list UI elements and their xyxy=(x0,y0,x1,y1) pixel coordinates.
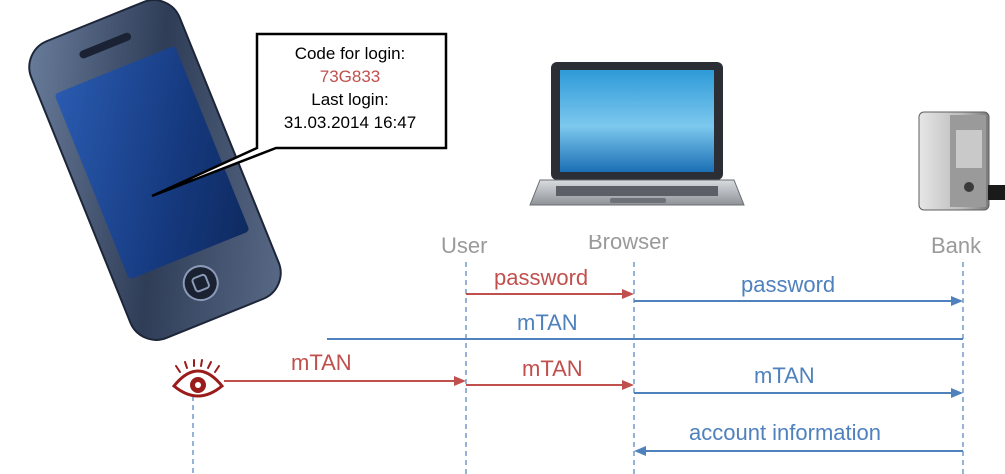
smartphone-icon xyxy=(28,0,282,341)
sms-line-code-label: Code for login: xyxy=(294,44,406,63)
msg-user-browser-mtan: mTAN xyxy=(522,356,583,381)
arrow-user-to-browser-password xyxy=(466,289,634,299)
actor-user-label: User xyxy=(441,233,488,258)
msg-browser-bank-mtan: mTAN xyxy=(754,363,815,388)
msg-user-browser-password: password xyxy=(494,265,589,290)
sms-last-login-timestamp: 31.03.2014 16:47 xyxy=(283,113,417,132)
msg-bank-browser-account-info: account information xyxy=(689,420,881,445)
arrow-user-to-browser-mtan xyxy=(466,380,634,390)
sms-login-code: 73G833 xyxy=(319,67,381,86)
arrow-browser-to-bank-mtan xyxy=(634,388,963,398)
actor-bank-label: Bank xyxy=(931,233,982,258)
sms-speech-bubble xyxy=(151,32,448,198)
eye-icon xyxy=(171,359,225,398)
msg-attacker-user-mtan: mTAN xyxy=(291,350,352,375)
arrow-browser-to-bank-password xyxy=(634,296,963,306)
msg-browser-bank-password: password xyxy=(741,272,836,297)
arrow-attacker-to-user-mtan xyxy=(224,376,466,386)
sms-message-text: Code for login: 73G833 Last login: 31.03… xyxy=(258,42,442,134)
arrow-bank-to-browser-account xyxy=(634,446,963,456)
msg-bank-phone-mtan: mTAN xyxy=(517,310,578,335)
server-icon xyxy=(918,111,1005,211)
laptop-icon xyxy=(529,62,745,206)
sms-line-last-login-label: Last login: xyxy=(311,90,389,109)
actor-browser-label: Browser xyxy=(588,235,669,254)
